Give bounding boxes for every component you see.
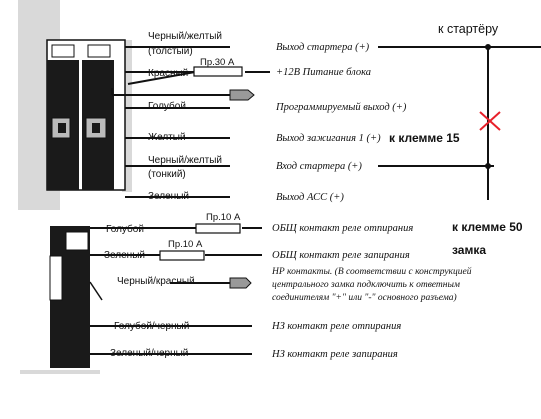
wire-color-note: (тонкий) xyxy=(148,169,186,180)
fuse-label: Пр.30 А xyxy=(200,57,235,68)
plug-tab-icon xyxy=(229,89,255,101)
wire-color-label: Голубой xyxy=(106,224,144,235)
lock-annotation: замка xyxy=(452,243,487,257)
wire-description: НЗ контакт реле отпирания xyxy=(272,321,402,332)
wire-color-label: Черный/желтый xyxy=(148,31,222,42)
connector-2 xyxy=(49,226,103,368)
wire-description: +12В Питание блока xyxy=(276,67,372,78)
junction-dot xyxy=(485,44,491,50)
terminal-15-annotation: к клемме 15 xyxy=(389,131,460,145)
fuse-label: Пр.10 А xyxy=(206,212,241,223)
fuse-10a-unlock xyxy=(195,223,241,234)
connector-1-wires xyxy=(125,46,270,198)
external-bus xyxy=(378,46,541,200)
plug-tab-icon xyxy=(229,277,252,289)
starter-annotation: к стартёру xyxy=(438,22,499,36)
connector-2-wires xyxy=(90,227,262,355)
fuse-label: Пр.10 А xyxy=(168,239,203,250)
wire-description: Выход стартера (+) xyxy=(276,42,370,53)
wire-description: Выход зажигания 1 (+) xyxy=(276,133,381,144)
wire-color-label: Черный/красный xyxy=(117,276,195,287)
terminal-50-annotation: к клемме 50 xyxy=(452,220,523,234)
wire-description-line2: центрального замка подключить к ответным xyxy=(272,280,460,290)
wire-description: ОБЩ контакт реле запирания xyxy=(272,250,410,261)
wire-description: НР контакты. (В соответствии с конструкц… xyxy=(272,267,472,277)
wire-color-label: Зеленый xyxy=(148,191,189,202)
wire-description: НЗ контакт реле запирания xyxy=(272,349,398,360)
wire-color-label: Зеленый/черный xyxy=(110,348,189,359)
wire-color-label: Голубой xyxy=(148,101,186,112)
wire-description: Выход АСС (+) xyxy=(276,192,344,203)
panel-upper-right xyxy=(122,40,132,192)
wire-description-line3: соединителям "+" или "-" основного разъе… xyxy=(272,293,457,303)
wire-color-label: Зеленый xyxy=(104,250,145,261)
connector-1 xyxy=(46,39,126,191)
wire-description: Вход стартера (+) xyxy=(276,161,362,172)
wire-color-note: (толстый) xyxy=(148,46,193,57)
panel-lower xyxy=(20,370,100,374)
wire-color-label: Голубой/черный xyxy=(114,321,190,332)
wire-description: Программируемый выход (+) xyxy=(276,102,407,113)
wire-color-label: Красный xyxy=(148,68,189,79)
wire-color-label: Черный/желтый xyxy=(148,155,222,166)
fuse-30a xyxy=(193,66,243,77)
fuse-10a-lock xyxy=(159,250,205,261)
cut-cross-icon xyxy=(479,111,501,131)
wire-color-label: Желтый xyxy=(148,132,186,143)
wire-description: ОБЩ контакт реле отпирания xyxy=(272,223,414,234)
junction-dot xyxy=(485,163,491,169)
